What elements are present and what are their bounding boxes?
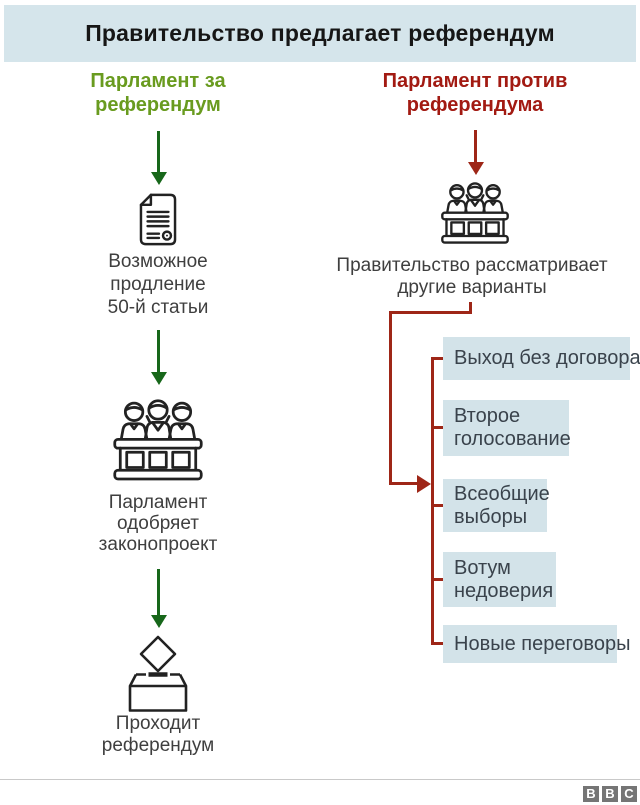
option-label: выборы [454, 505, 528, 528]
step-label-article50: Возможное продление 50-й статьи [58, 250, 258, 319]
arrow-down-icon [150, 131, 167, 185]
option-label: голосование [454, 428, 571, 450]
option-box-general-election: Всеобщие выборы [443, 479, 550, 532]
bracket-line [431, 357, 434, 645]
option-label: Вотум [454, 556, 511, 579]
connector-line [389, 311, 392, 485]
option-box-second-vote: Второе голосование [443, 400, 571, 456]
bracket-tick [431, 357, 443, 360]
arrow-down-icon [467, 130, 484, 175]
bracket-tick [431, 426, 443, 429]
document-icon [139, 193, 177, 246]
bracket-tick [431, 578, 443, 581]
arrow-down-icon [150, 330, 167, 385]
left-column-header: Парламент за референдум [40, 69, 276, 117]
label-line: Правительство рассматривает [336, 255, 608, 276]
arrow-right-icon [417, 475, 431, 493]
option-label: Всеобщие [454, 482, 550, 505]
left-header-line-2: референдум [95, 94, 221, 116]
label-line: продление [110, 274, 206, 295]
footer-divider [0, 779, 640, 780]
left-header-line-1: Парламент за [90, 70, 226, 92]
arrow-down-icon [150, 569, 167, 628]
bracket-tick [431, 504, 443, 507]
title-bar: Правительство предлагает референдум [4, 5, 636, 62]
option-label: Выход без договора [454, 347, 640, 369]
page-title: Правительство предлагает референдум [85, 20, 555, 46]
option-box-no-confidence: Вотум недоверия [443, 552, 556, 607]
parliament-icon [112, 396, 204, 481]
right-header-line-2: референдума [406, 94, 544, 116]
bbc-logo-block: C [621, 786, 637, 802]
label-line: Проходит [115, 713, 201, 734]
ballot-box-icon [122, 634, 194, 712]
parliament-icon [440, 180, 510, 244]
connector-line [469, 302, 472, 314]
label-line: одобряет [117, 513, 199, 534]
right-column-header: Парламент против референдума [357, 69, 593, 117]
connector-line [389, 311, 472, 314]
option-label: Новые переговоры [454, 632, 631, 655]
step-label-government-considers: Правительство рассматривает другие вариа… [327, 255, 617, 299]
bracket-tick [431, 642, 443, 645]
option-label: Второе [454, 405, 521, 427]
option-label: недоверия [454, 579, 554, 602]
connector-line [389, 482, 418, 485]
label-line: 50-й статьи [107, 297, 209, 318]
option-box-no-deal: Выход без договора [443, 337, 640, 380]
label-line: референдум [101, 735, 215, 756]
bbc-logo-block: B [602, 786, 618, 802]
step-label-referendum-held: Проходит референдум [38, 713, 278, 757]
bbc-logo: B B C [583, 786, 637, 802]
label-line: другие варианты [397, 277, 547, 298]
label-line: Возможное [108, 251, 208, 272]
right-header-line-1: Парламент против [382, 70, 568, 92]
label-line: законопроект [98, 534, 218, 555]
label-line: Парламент [108, 492, 208, 513]
step-label-parliament-approves: Парламент одобряет законопроект [38, 492, 278, 555]
option-box-new-negotiations: Новые переговоры [443, 625, 631, 663]
bbc-logo-block: B [583, 786, 599, 802]
